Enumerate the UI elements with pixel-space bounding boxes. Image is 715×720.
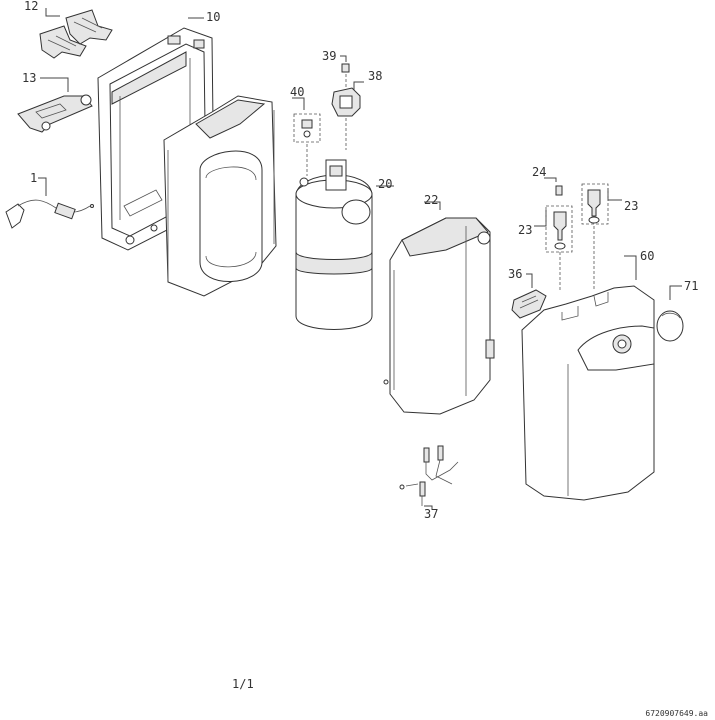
inner-housing bbox=[163, 95, 277, 297]
part-40-fitting bbox=[292, 97, 321, 176]
part-38-valve bbox=[331, 81, 364, 150]
part-12-clips bbox=[39, 8, 113, 59]
part-22-insulation-shell bbox=[383, 201, 495, 415]
label-23-left: 23 bbox=[518, 223, 532, 237]
label-13: 13 bbox=[22, 71, 36, 85]
label-1: 1 bbox=[30, 171, 37, 185]
label-23-right: 23 bbox=[624, 199, 638, 213]
label-20: 20 bbox=[378, 177, 392, 191]
label-22: 22 bbox=[424, 193, 438, 207]
part-60-front-cover bbox=[521, 255, 655, 501]
part-37-sensor-wires bbox=[399, 445, 459, 510]
label-12: 12 bbox=[24, 0, 38, 13]
label-60: 60 bbox=[640, 249, 654, 263]
label-36: 36 bbox=[508, 267, 522, 281]
label-37: 37 bbox=[424, 507, 438, 521]
page-number: 1/1 bbox=[232, 677, 254, 691]
label-71: 71 bbox=[684, 279, 698, 293]
part-23-left-connector bbox=[534, 205, 573, 290]
part-1-power-cord bbox=[5, 177, 94, 229]
part-24-plug bbox=[544, 177, 563, 196]
part-13-bracket bbox=[17, 77, 93, 133]
label-39: 39 bbox=[322, 49, 336, 63]
document-id: 6720907649.aa bbox=[645, 709, 708, 718]
part-36-control-module bbox=[511, 273, 547, 319]
label-38: 38 bbox=[368, 69, 382, 83]
label-24: 24 bbox=[532, 165, 546, 179]
part-20-tank bbox=[295, 159, 394, 330]
part-23-right-connector bbox=[581, 183, 622, 290]
label-40: 40 bbox=[290, 85, 304, 99]
label-10: 10 bbox=[206, 10, 220, 24]
part-71-knob bbox=[656, 285, 684, 342]
part-39-screw bbox=[340, 55, 350, 88]
